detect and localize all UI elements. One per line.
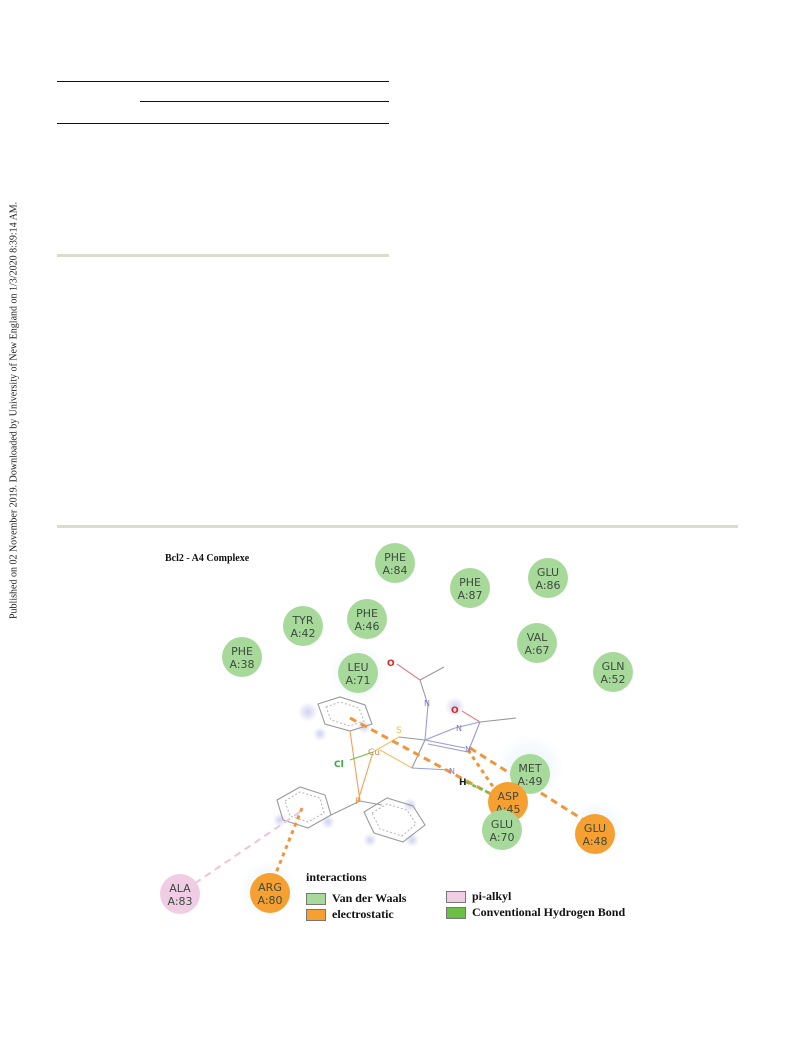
ligand-structure <box>276 663 517 843</box>
svg-text:GLN: GLN <box>602 660 625 673</box>
svg-text:MET: MET <box>518 762 541 775</box>
figure-title: Bcl2 - A4 Complexe <box>165 553 250 564</box>
svg-text:A:52: A:52 <box>600 673 625 686</box>
benzene-ring-3 <box>363 797 426 843</box>
atom-n4: N <box>449 767 455 776</box>
svg-text:PHE: PHE <box>356 607 378 620</box>
legend-item-pi-alkyl: pi-alkyl <box>446 889 511 904</box>
solvent-halos <box>238 643 625 920</box>
svg-text:A:38: A:38 <box>229 658 254 671</box>
legend-label-pi-alkyl: pi-alkyl <box>472 889 512 903</box>
legend-item-electrostatic: electrostatic <box>306 907 394 922</box>
svg-text:A:80: A:80 <box>257 894 282 907</box>
svg-text:A:67: A:67 <box>524 644 549 657</box>
svg-text:TYR: TYR <box>291 614 313 627</box>
svg-text:A:46: A:46 <box>354 620 379 633</box>
elec-line-ring1-asp45 <box>349 716 503 802</box>
svg-text:PHE: PHE <box>384 551 406 564</box>
svg-text:GLU: GLU <box>584 822 606 835</box>
atom-o2: O <box>451 706 459 716</box>
legend-swatch-hbond <box>446 906 466 919</box>
atom-n1: N <box>424 699 430 708</box>
svg-text:A:42: A:42 <box>290 627 315 640</box>
atom-cl: Cl <box>334 760 344 770</box>
svg-text:PHE: PHE <box>459 576 481 589</box>
svg-text:GLU: GLU <box>537 566 559 579</box>
svg-text:A:70: A:70 <box>489 831 514 844</box>
atom-n2: N <box>456 724 462 733</box>
legend-item-hbond: Conventional Hydrogen Bond <box>446 905 625 920</box>
legend-swatch-vdw <box>306 892 326 905</box>
svg-text:A:87: A:87 <box>457 589 482 602</box>
table-bottom-rule <box>57 254 389 257</box>
svg-text:GLU: GLU <box>491 818 513 831</box>
table-mid-rule <box>57 123 389 124</box>
svg-text:A:84: A:84 <box>382 564 407 577</box>
svg-text:A:83: A:83 <box>167 895 192 908</box>
legend-label-vdw: Van der Waals <box>332 891 407 905</box>
svg-text:ALA: ALA <box>169 882 191 895</box>
legend-item-vdw: Van der Waals <box>306 891 406 906</box>
benzene-ring-1 <box>317 696 373 732</box>
svg-text:PHE: PHE <box>231 645 253 658</box>
svg-text:A:71: A:71 <box>345 674 370 687</box>
atom-n3: N <box>465 745 471 754</box>
svg-text:LEU: LEU <box>347 661 368 674</box>
svg-text:ASP: ASP <box>497 790 519 803</box>
elec-line-ring2-arg80 <box>270 807 304 884</box>
legend-swatch-electrostatic <box>306 908 326 921</box>
svg-text:A:86: A:86 <box>535 579 560 592</box>
legend-label-hbond: Conventional Hydrogen Bond <box>472 905 626 919</box>
atom-p: P <box>355 797 361 807</box>
svg-text:A:49: A:49 <box>517 775 542 788</box>
figure-top-rule <box>57 525 738 528</box>
legend-label-electrostatic: electrostatic <box>332 907 394 921</box>
atom-cu: Cu <box>368 748 380 758</box>
table-header-rule <box>140 101 389 102</box>
legend-title: interactions <box>306 870 367 884</box>
svg-text:ARG: ARG <box>258 881 282 894</box>
atom-labels: O O Cl Cu S P N N N N H <box>334 659 471 807</box>
atom-s: S <box>396 726 402 736</box>
atom-o1: O <box>387 659 395 669</box>
svg-text:A:48: A:48 <box>582 835 607 848</box>
legend-swatch-pi-alkyl <box>446 890 466 903</box>
svg-text:VAL: VAL <box>527 631 548 644</box>
atom-h: H <box>459 778 467 788</box>
table-top-rule <box>57 81 389 82</box>
